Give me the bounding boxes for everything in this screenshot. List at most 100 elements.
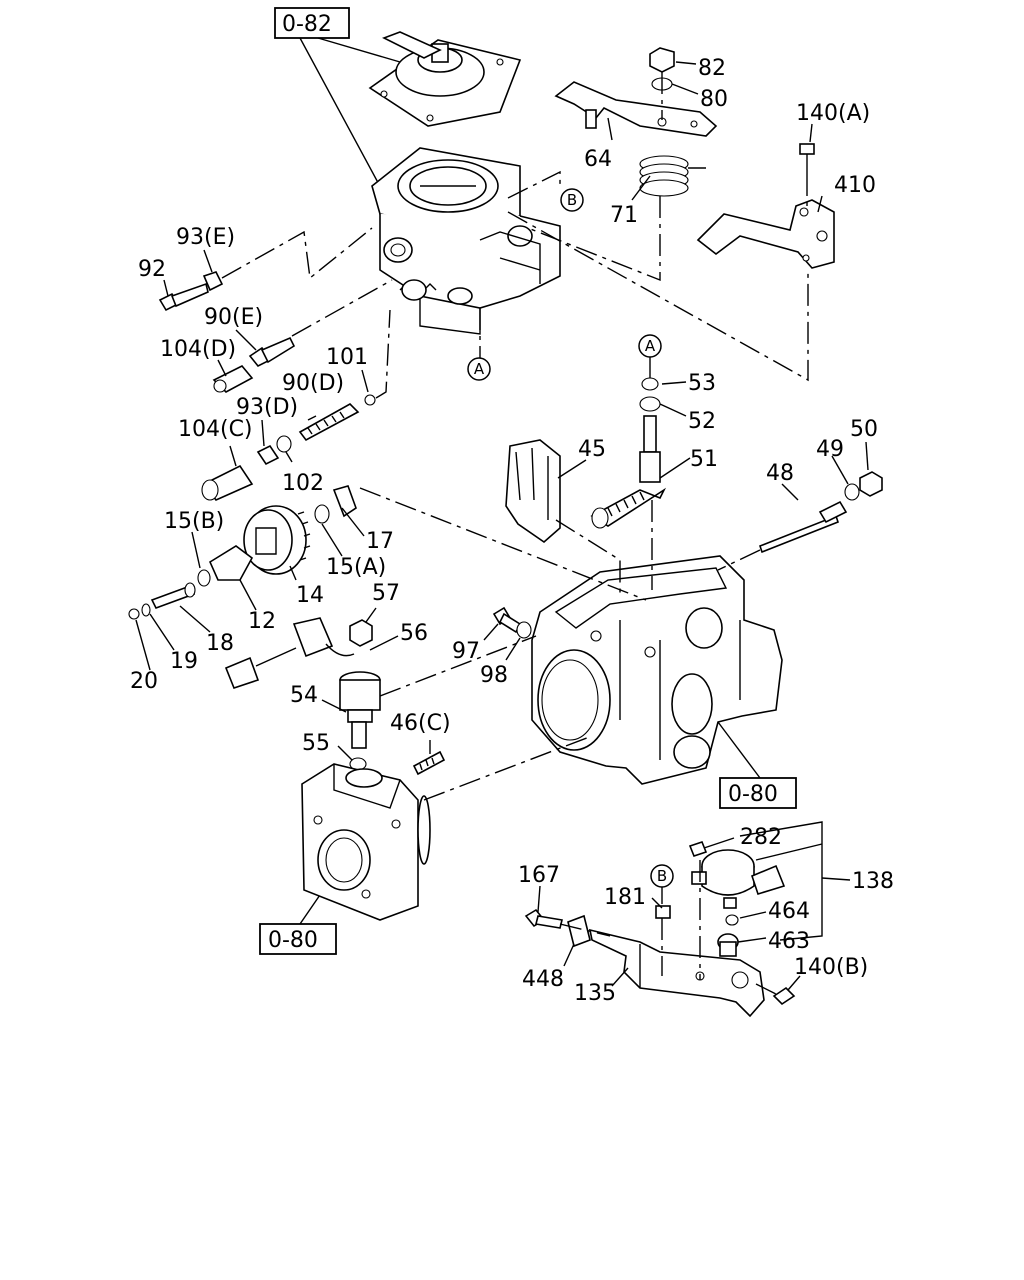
svg-text:A: A bbox=[645, 337, 656, 355]
centerline-lever-71 bbox=[527, 196, 661, 282]
plug-104c bbox=[201, 464, 254, 501]
label-104c: 104(C) bbox=[178, 417, 253, 442]
label-448: 448 bbox=[522, 967, 564, 992]
plate-17 bbox=[332, 485, 357, 518]
nut-82 bbox=[649, 47, 675, 73]
clip-448 bbox=[567, 914, 591, 948]
label-64: 64 bbox=[584, 147, 612, 172]
washer-102 bbox=[276, 435, 292, 453]
plug-104d bbox=[212, 365, 254, 393]
ref-body-right-leader bbox=[717, 721, 761, 779]
label-54: 54 bbox=[290, 683, 318, 708]
label-52: 52 bbox=[688, 409, 716, 434]
svg-text:B: B bbox=[657, 867, 667, 885]
label-93d: 93(D) bbox=[236, 395, 298, 420]
ref-box-top[interactable]: 0-82 bbox=[274, 7, 350, 39]
label-181: 181 bbox=[604, 885, 646, 910]
label-15a: 15(A) bbox=[326, 555, 386, 580]
label-101: 101 bbox=[326, 345, 368, 370]
lever-45 bbox=[505, 439, 561, 544]
label-104d: 104(D) bbox=[160, 337, 236, 362]
housing-spring bbox=[399, 279, 437, 301]
washer-19 bbox=[141, 603, 151, 617]
cap-20 bbox=[128, 608, 140, 620]
cam-12 bbox=[208, 545, 254, 581]
label-71: 71 bbox=[610, 203, 638, 228]
shaft-18 bbox=[150, 582, 196, 609]
marker-a-mid[interactable]: A bbox=[638, 334, 662, 358]
adjuster-463 bbox=[717, 933, 739, 957]
centerline-bolt-167 bbox=[559, 918, 663, 976]
label-102: 102 bbox=[282, 471, 324, 496]
label-410: 410 bbox=[834, 173, 876, 198]
governor-housing bbox=[371, 147, 561, 335]
ref-top-leader bbox=[299, 37, 401, 191]
ref-box-top-text: 0-82 bbox=[282, 12, 332, 37]
label-12: 12 bbox=[248, 609, 276, 634]
bolt-92 bbox=[158, 282, 209, 312]
bolt-90d bbox=[298, 403, 360, 442]
label-53: 53 bbox=[688, 371, 716, 396]
washer-15b bbox=[197, 569, 211, 587]
ref-body-left-leader bbox=[299, 891, 323, 925]
bolt-282 bbox=[688, 841, 708, 857]
centerline-bolt-90e bbox=[291, 279, 393, 337]
centerline-oring-101 bbox=[375, 309, 391, 399]
lever-64 bbox=[554, 81, 718, 137]
marker-a-top[interactable]: A bbox=[467, 357, 491, 381]
label-17: 17 bbox=[366, 529, 394, 554]
solenoid-54 bbox=[339, 671, 381, 749]
oring-101 bbox=[364, 394, 376, 406]
pump-body bbox=[531, 555, 783, 785]
washer-49 bbox=[844, 483, 860, 501]
label-14: 14 bbox=[296, 583, 324, 608]
label-50: 50 bbox=[850, 417, 878, 442]
marker-b-bottom[interactable]: B bbox=[650, 864, 674, 888]
bushing-181 bbox=[655, 905, 671, 919]
washer-15a bbox=[314, 504, 330, 524]
centerline-b bbox=[507, 170, 809, 382]
label-282: 282 bbox=[740, 825, 782, 850]
bolt-140b bbox=[772, 986, 796, 1006]
label-140b: 140(B) bbox=[794, 955, 868, 980]
svg-text:A: A bbox=[474, 360, 485, 378]
label-140a: 140(A) bbox=[796, 101, 870, 126]
nut-57 bbox=[349, 619, 373, 647]
label-80: 80 bbox=[700, 87, 728, 112]
svg-text:B: B bbox=[567, 191, 577, 209]
label-82: 82 bbox=[698, 56, 726, 81]
label-463: 463 bbox=[768, 929, 810, 954]
label-138: 138 bbox=[852, 869, 894, 894]
label-15b: 15(B) bbox=[164, 509, 224, 534]
gear-14 bbox=[243, 505, 311, 575]
connector-56 bbox=[224, 617, 355, 689]
bolt-167 bbox=[524, 908, 563, 929]
marker-b-top[interactable]: B bbox=[560, 188, 584, 212]
pump-end-cover bbox=[301, 763, 431, 921]
washer-52 bbox=[639, 396, 661, 412]
label-55: 55 bbox=[302, 731, 330, 756]
label-97: 97 bbox=[452, 639, 480, 664]
label-46c: 46(C) bbox=[390, 711, 451, 736]
shaft-48 bbox=[759, 500, 848, 554]
sensor-138 bbox=[691, 849, 786, 909]
label-18: 18 bbox=[206, 631, 234, 656]
leader-lines bbox=[135, 61, 869, 991]
ref-box-body-right[interactable]: 0-80 bbox=[719, 777, 797, 809]
bolt-97 bbox=[492, 606, 522, 634]
label-90e: 90(E) bbox=[204, 305, 263, 330]
nut-93e bbox=[202, 271, 224, 292]
centerline-cover bbox=[423, 735, 593, 801]
label-93e: 93(E) bbox=[176, 225, 235, 250]
spring-71 bbox=[639, 155, 706, 197]
nut-50 bbox=[859, 471, 883, 497]
oring-464 bbox=[725, 914, 739, 926]
bracket-135 bbox=[588, 928, 765, 1018]
centerline-bolt-92 bbox=[221, 227, 373, 280]
label-19: 19 bbox=[170, 649, 198, 674]
ref-box-body-left[interactable]: 0-80 bbox=[259, 923, 337, 955]
label-45: 45 bbox=[578, 437, 606, 462]
part-labels: 82 80 64 71 140(A) 410 93(E) 92 90(E) 10… bbox=[130, 56, 894, 1006]
bolt-90e bbox=[248, 336, 296, 368]
